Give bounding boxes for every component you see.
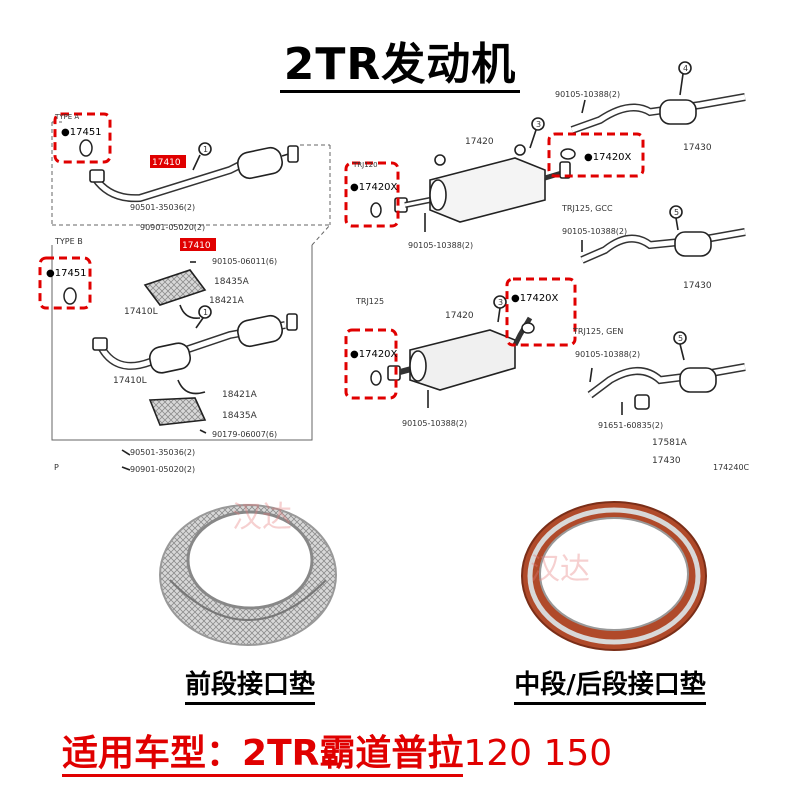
part-17451-b: ●17451 [46,268,87,279]
page-title: 2TR发动机 [0,28,800,93]
bolt-90105-a: 90105-10388(2) [408,241,473,250]
bolt-90105-d: 90105-10388(2) [562,227,627,236]
part-17410-b: 17410 [182,241,211,251]
bolt-90901-a: 90901-05020(2) [140,223,205,232]
part-17410l-bottom: 17410L [113,376,147,386]
part-17410l-top: 17410L [124,307,158,317]
part-17420-b: 17420 [445,311,474,321]
label-trj120: TRJ120 [352,161,378,169]
callout-3-b: 3 [498,298,503,307]
part-18421a-top: 18421A [209,296,245,306]
part-17420x-c: ●17420X [584,152,632,163]
bolt-90105-c: 90105-10388(2) [555,90,620,99]
mid-rear-gasket-image [521,501,707,651]
highlighted-gaskets [63,139,576,386]
part-17430-a: 17430 [683,143,712,153]
part-17410-a: 17410 [152,158,181,168]
bolt-90105-06011: 90105-06011(6) [212,257,277,266]
type-a-front-pipe [89,142,299,203]
bolt-90901-b: 90901-05020(2) [130,465,195,474]
caption-mid-rear-gasket: 中段/后段接口垫 [460,664,760,705]
part-17420-a: 17420 [465,137,494,147]
label-type-b: TYPE B [54,237,83,246]
label-trj125: TRJ125 [355,297,384,306]
bolt-90501-b: 90501-35036(2) [130,448,195,457]
part-17451-a: ●17451 [61,127,102,138]
part-18421a-bottom: 18421A [222,390,258,400]
front-gasket-image [159,504,337,646]
type-b-front-pipe [92,261,298,471]
callout-1-a: 1 [203,145,208,154]
watermark-left: 汉达 [232,500,292,535]
bolt-91651: 91651-60835(2) [598,421,663,430]
tail-pipes [570,61,746,415]
part-17581a: 17581A [652,438,688,448]
part-18435a-top: 18435A [214,277,250,287]
bolt-90179: 90179-06007(6) [212,430,277,439]
part-17420x-d: ●17420X [511,293,559,304]
part-17430-b: 17430 [683,281,712,291]
label-trj125-gen: TRJ125, GEN [572,327,623,336]
callout-3-a: 3 [536,120,541,129]
footer-models-normal: 120 150 [463,733,613,774]
page-letter: P [54,463,59,472]
part-17420x-a: ●17420X [350,182,398,193]
callout-5-a: 5 [674,208,679,217]
caption-front-gasket: 前段接口垫 [130,664,370,705]
callout-1-b: 1 [203,308,208,317]
footer-label: 适用车型： [62,733,243,774]
bolt-90501-a: 90501-35036(2) [130,203,195,212]
trj120-middle-pipe [394,117,571,232]
trj125-middle-pipe [387,295,533,408]
part-17420x-b: ●17420X [350,349,398,360]
part-17430-c: 17430 [652,456,681,466]
highlight-boxes [38,112,645,400]
applicable-models: 适用车型：2TR霸道普拉120 150 [62,724,613,777]
bolt-90105-e: 90105-10388(2) [575,350,640,359]
label-type-a: TYPE A [54,113,79,121]
bolt-90105-b: 90105-10388(2) [402,419,467,428]
diagram-code: 174240C [713,463,750,472]
watermark-right: 汉达 [530,552,590,587]
callout-5-b: 5 [678,334,683,343]
footer-models-bold: 2TR霸道普拉 [242,733,464,774]
callout-4: 4 [683,64,688,73]
part-18435a-bottom: 18435A [222,411,258,421]
label-trj125-gcc: TRJ125, GCC [561,204,613,213]
